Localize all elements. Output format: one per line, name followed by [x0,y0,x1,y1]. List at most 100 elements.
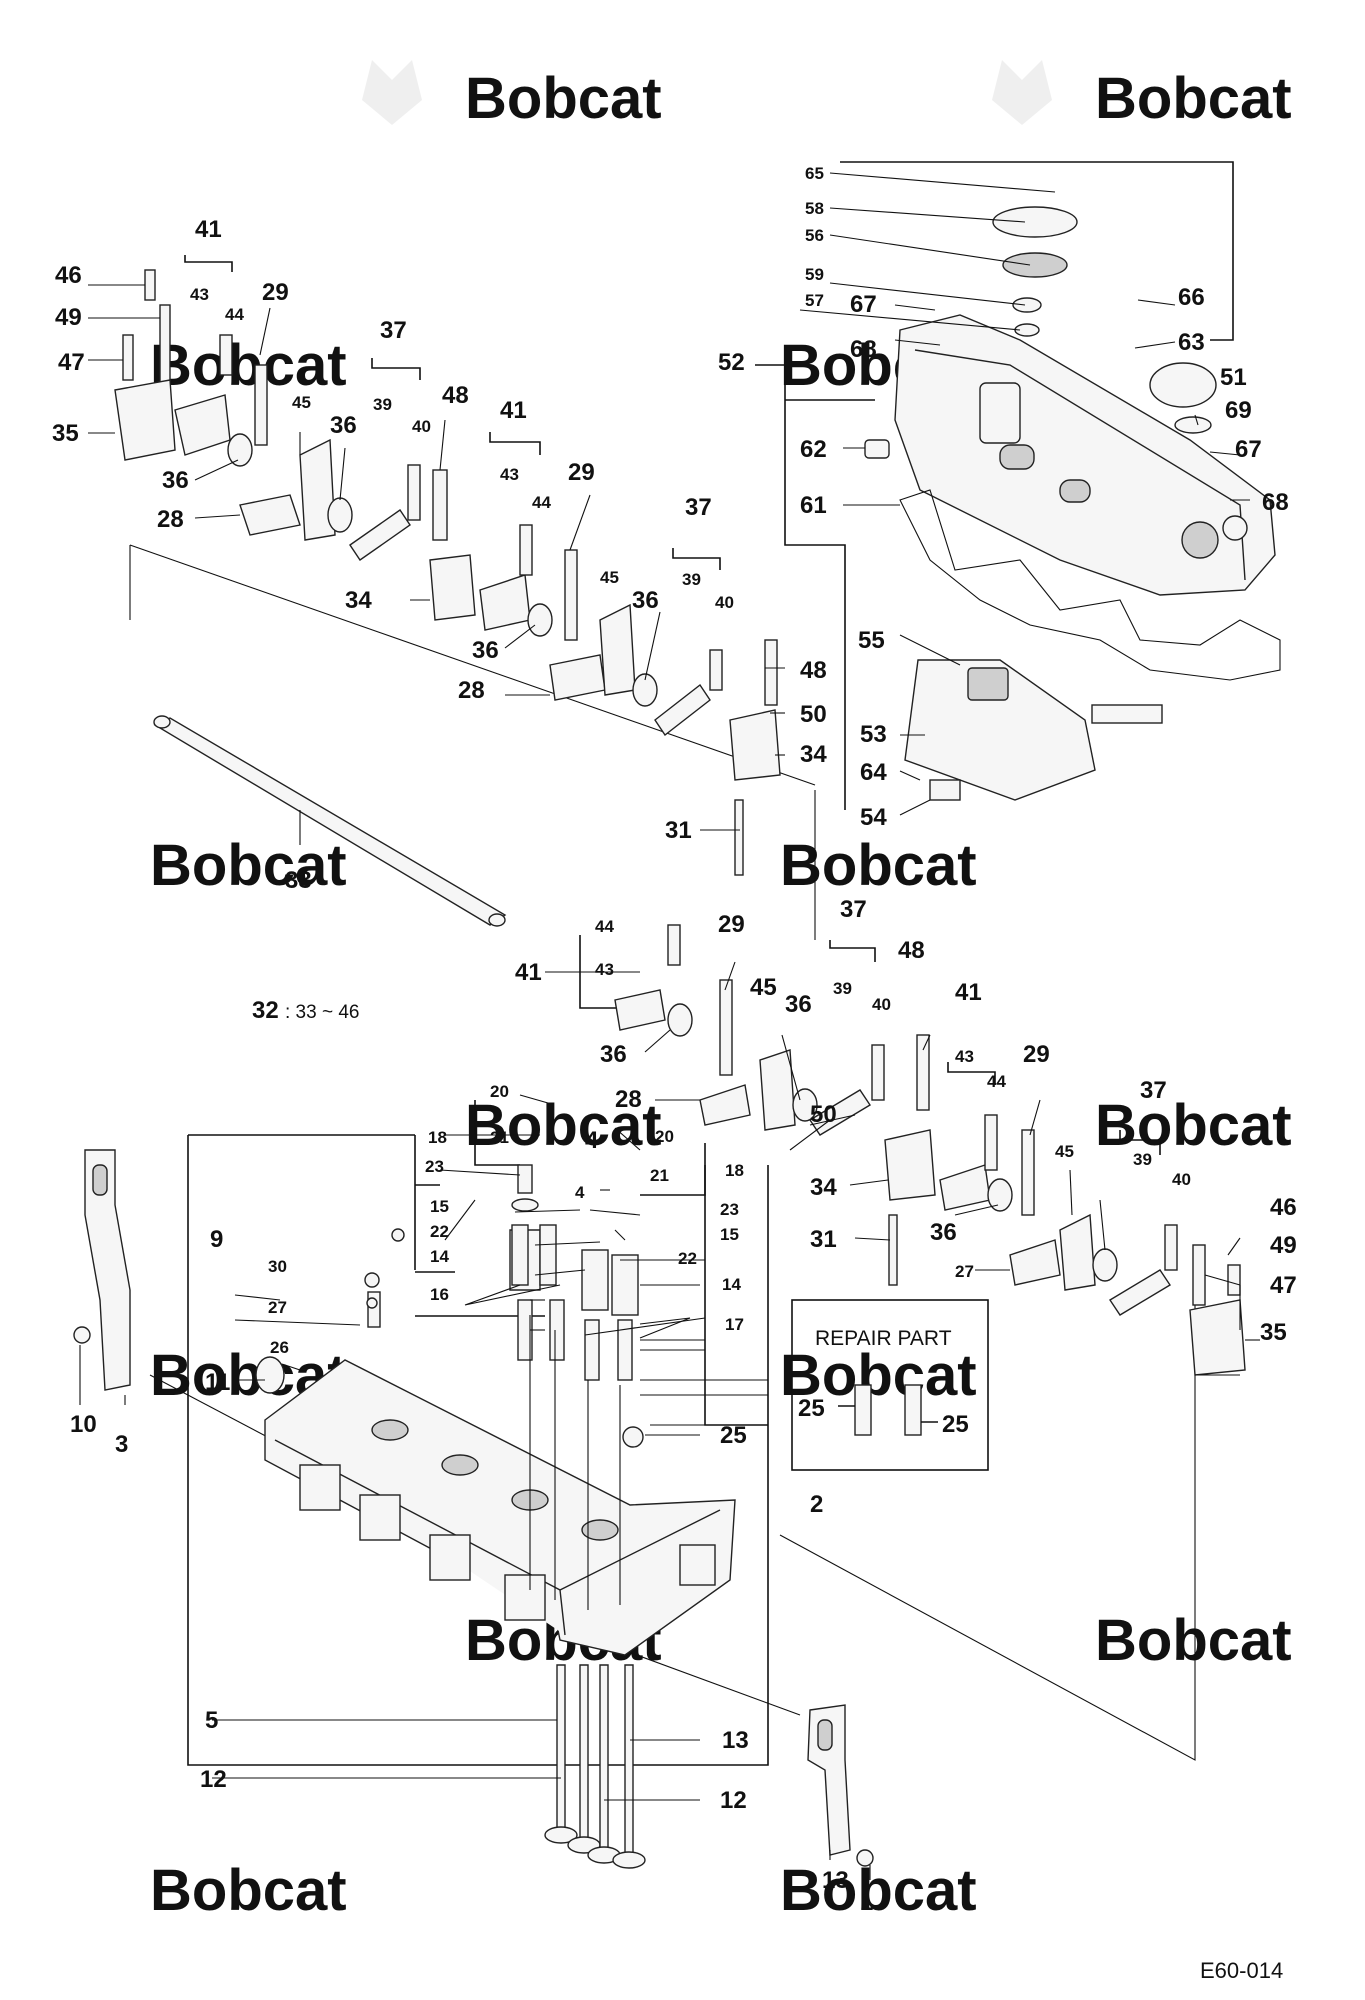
part-callout-65: 65 [805,164,824,183]
part-callout-15: 15 [430,1197,449,1216]
part-callout-63: 63 [1178,329,1205,356]
part-callout-33: 33 [285,867,312,894]
part-callout-37: 37 [380,317,407,344]
part-callout-3b: 1 [860,1889,873,1916]
part-callout-51: 51 [1220,364,1247,391]
part-callout-36d: 36 [632,587,659,614]
part-callout-36f: 36 [600,1041,627,1068]
part-callout-26: 26 [270,1338,289,1357]
part-callout-40d: 40 [1172,1170,1191,1189]
watermark-text: Bobcat [1095,66,1292,131]
part-callout-29c: 29 [718,911,745,938]
part-callout-36c: 36 [472,637,499,664]
rocker-shaft [153,715,507,927]
watermark-text: Bobcat [150,1858,347,1923]
watermark-logo-1 [362,60,422,125]
assembly-note: 32 : 33 ~ 46 [252,997,359,1024]
repair-callout: 25 [798,1395,825,1422]
part-callout-50: 50 [800,701,827,728]
repair-part-box: REPAIR PART 25 25 [791,1299,989,1471]
part-callout-4b: 4 [575,1183,585,1202]
part-callout-46: 46 [55,262,82,289]
cylinder-head [255,1356,736,1656]
part-callout-30: 30 [268,1257,287,1276]
part-callout-34b: 34 [800,741,827,768]
part-callout-35: 35 [52,420,79,447]
part-callout-15b: 15 [720,1225,739,1244]
part-callout-31: 31 [665,817,692,844]
part-callout-40c: 40 [872,995,891,1014]
watermark-text: Bobcat [465,66,662,131]
part-callout-39c: 39 [833,979,852,998]
part-callout-41: 41 [195,216,222,243]
part-callout-34c: 34 [810,1174,837,1201]
part-callout-41b: 41 [500,397,527,424]
part-callout-1: 13 [822,1867,849,1894]
part-callout-66: 66 [1178,284,1205,311]
part-callout-48c: 48 [898,937,925,964]
part-callout-29b: 29 [568,459,595,486]
part-callout-45d: 45 [1055,1142,1074,1161]
part-callout-36g: 36 [930,1219,957,1246]
part-callout-67: 67 [850,291,877,318]
part-callout-43b: 43 [500,465,519,484]
part-callout-47: 47 [58,349,85,376]
part-callout-53: 53 [860,721,887,748]
part-callout-56: 56 [805,226,824,245]
part-callout-54: 54 [860,804,887,831]
watermark-text: Bobcat [1095,1608,1292,1673]
part-callout-9: 9 [210,1226,223,1253]
part-callout-4: 4 [585,1127,599,1154]
part-callout-39b: 39 [682,570,701,589]
part-callout-27b: 27 [955,1262,974,1281]
part-callout-39d: 39 [1133,1150,1152,1169]
rocker-parts [114,269,1246,1376]
part-callout-28: 28 [157,506,184,533]
part-callout-43d: 43 [955,1047,974,1066]
part-callout-28c: 28 [615,1086,642,1113]
part-callout-45b: 45 [600,568,619,587]
part-callout-59: 59 [805,265,824,284]
part-callout-48b: 48 [800,657,827,684]
watermark-text: Bobcat [150,333,347,398]
part-callout-18b: 18 [725,1161,744,1180]
part-callout-35b: 35 [1260,1319,1287,1346]
watermark-text: Bobcat [780,1858,977,1923]
part-callout-49: 49 [55,304,82,331]
part-callout-45: 45 [292,393,311,412]
part-callout-39: 39 [373,395,392,414]
part-callout-21: 21 [490,1128,509,1147]
part-callout-37d: 37 [1140,1077,1167,1104]
part-callout-34: 34 [345,587,372,614]
part-callout-68: 68 [850,336,877,363]
part-callout-10: 25 [720,1422,747,1449]
repair-part-title: REPAIR PART [815,1327,952,1350]
part-callout-44c: 44 [595,917,614,936]
watermark-layer: Bobcat Bobcat Bobcat Bobcat Bobcat Bobca… [150,60,1292,1923]
watermark-text: Bobcat [1095,1093,1292,1158]
watermark-text: Bobcat [465,1093,662,1158]
part-callout-48: 48 [442,382,469,409]
part-callout-23: 23 [425,1157,444,1176]
part-callout-12: 13 [722,1727,749,1754]
leader-lines [79,172,1260,1880]
part-callout-13b: 12 [720,1787,747,1814]
part-callout-14: 14 [430,1247,449,1266]
part-callout-22: 22 [430,1222,449,1241]
part-callout-22b: 22 [678,1249,697,1268]
part-callout-37b: 37 [685,494,712,521]
watermark-logo-2 [992,60,1052,125]
part-callout-27: 27 [268,1298,287,1317]
part-callout-47b: 47 [1270,1272,1297,1299]
part-callout-57: 57 [805,291,824,310]
part-callout-69: 69 [1225,397,1252,424]
part-callout-41c: 41 [515,959,542,986]
assembly-note-range: : 33 ~ 46 [285,1002,359,1023]
part-callout-67b: 67 [1235,436,1262,463]
part-callout-49b: 49 [1270,1232,1297,1259]
part-callout-29d: 29 [1023,1041,1050,1068]
figure-reference-code: E60-014 [1200,1958,1283,1983]
part-callout-64: 64 [860,759,887,786]
part-callout-18: 18 [428,1128,447,1147]
part-callout-20b: 20 [655,1127,674,1146]
